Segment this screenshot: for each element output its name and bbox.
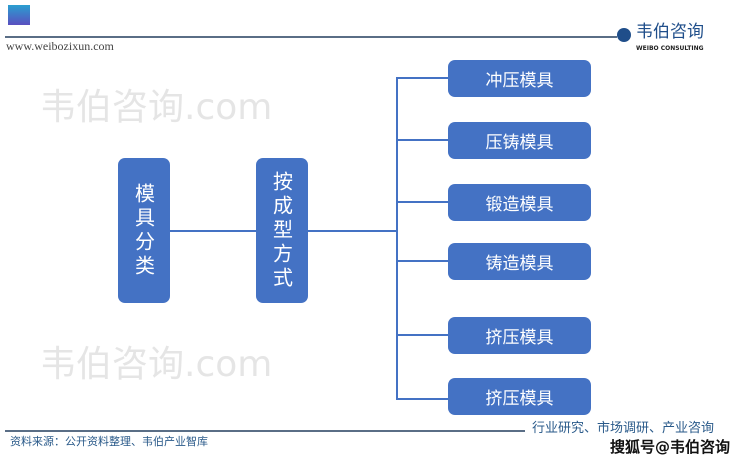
leaf-node: 压铸模具 [448,122,591,159]
watermark: 韦伯咨询.com [40,87,273,128]
slogan: 行业研究、市场调研、产业咨询 [532,420,715,435]
watermark: 韦伯咨询.com [40,344,273,385]
site-url: www.weibozixun.com [6,39,114,53]
connector [396,201,448,203]
connector [396,260,448,262]
logo-icon [617,28,631,42]
connector [396,398,448,400]
logo-text: 韦伯咨询 [636,22,704,41]
header-divider [5,36,617,38]
leaf-node: 铸造模具 [448,243,591,280]
method-node: 按成型方式 [256,158,308,303]
logo-square [8,5,30,25]
leaf-node: 冲压模具 [448,60,591,97]
leaf-node: 挤压模具 [448,317,591,354]
logo-subtext: WEIBO CONSULTING [636,45,704,52]
leaf-node: 挤压模具 [448,378,591,415]
source-note: 资料来源：公开资料整理、韦伯产业智库 [10,436,208,448]
connector [308,230,398,232]
connector [170,230,258,232]
root-node: 模具分类 [118,158,170,303]
footer-divider [5,430,525,432]
credit: 搜狐号@韦伯咨询 [610,438,731,456]
connector [396,77,398,400]
connector [396,334,448,336]
leaf-node: 锻造模具 [448,184,591,221]
connector [396,77,448,79]
connector [396,139,448,141]
